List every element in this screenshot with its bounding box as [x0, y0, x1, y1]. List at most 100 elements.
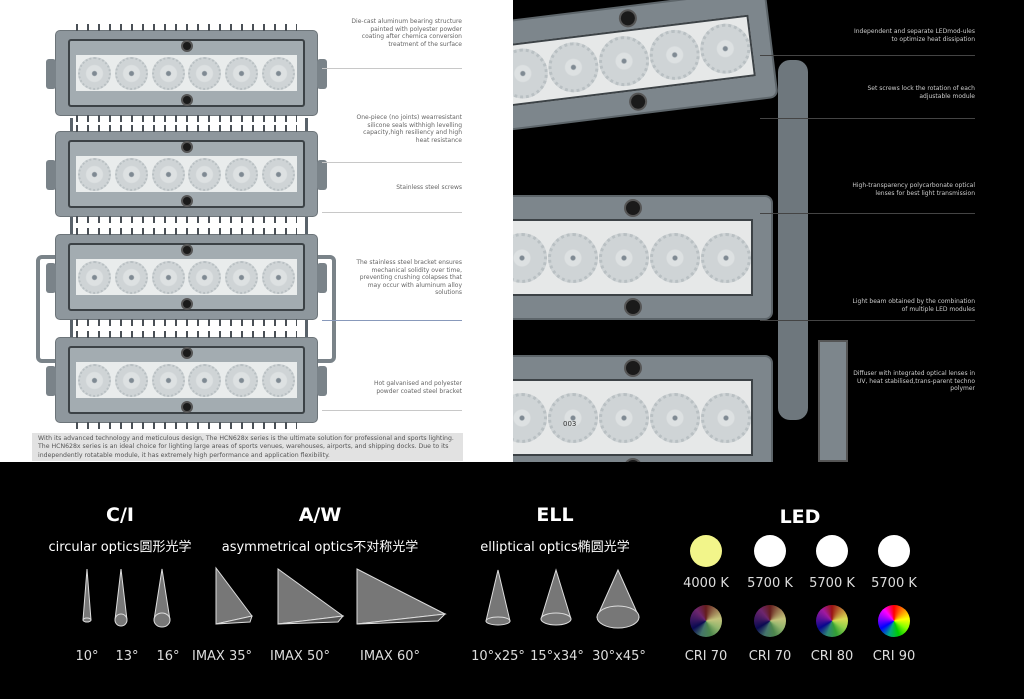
feature-note: Hot galvanised and polyester powder coat…: [373, 380, 462, 395]
cooling-fins: [76, 216, 297, 223]
pivot-knob: [46, 263, 56, 293]
led-lens-icon: [225, 260, 259, 294]
cooling-fins: [76, 24, 297, 31]
led-module: [46, 331, 327, 429]
product-description: With its advanced technology and meticul…: [32, 433, 463, 461]
lens-panel: [513, 379, 753, 456]
led-lens-icon: [225, 56, 259, 90]
led-lens-icon: [649, 392, 700, 443]
feature-note: One-piece (no joints) wearresistant sili…: [356, 114, 462, 144]
led-lens-icon: [114, 363, 148, 397]
led-lens-icon: [598, 232, 649, 283]
divider: [760, 213, 975, 214]
feature-note: Set screws lock the rotation of each adj…: [867, 85, 975, 100]
led-lens-icon: [700, 392, 751, 443]
screw-icon: [624, 298, 642, 316]
screw-icon: [180, 401, 193, 413]
cct-label: 5700 K: [871, 576, 917, 591]
pivot-knob: [46, 160, 56, 190]
beam-13-icon: [114, 568, 128, 621]
screw-icon: [624, 359, 642, 377]
led-lens-icon: [548, 392, 599, 443]
led-lens-icon: [151, 157, 185, 191]
led-lens-icon: [188, 157, 222, 191]
divider: [760, 320, 975, 321]
imax-50-icon: [277, 568, 345, 625]
led-lens-icon: [262, 56, 296, 90]
optics-section: C/I circular optics圆形光学 10° 13° 16° A/W …: [0, 462, 1024, 699]
led-lens-icon: [700, 232, 751, 283]
pivot-knob: [317, 59, 327, 89]
ell-beam-diagrams: [485, 568, 640, 629]
beam-label: IMAX 50°: [269, 649, 331, 664]
screw-icon: [180, 94, 193, 106]
beam-label: IMAX 60°: [359, 649, 421, 664]
beam-label: IMAX 35°: [191, 649, 253, 664]
pivot-knob: [46, 59, 56, 89]
pivot-knob: [317, 366, 327, 396]
led-lens-icon: [545, 39, 602, 96]
divider: [760, 118, 975, 119]
module-number: 003: [563, 420, 577, 428]
ell-10x25-icon: [485, 569, 511, 622]
imax-35-icon: [215, 566, 253, 625]
led-lens-icon: [225, 157, 259, 191]
feature-note: Die-cast aluminum bearing structure pain…: [351, 18, 462, 48]
led-lens-icon: [225, 363, 259, 397]
bracket-arm: [818, 340, 848, 462]
led-lens-icon: [77, 56, 111, 90]
cooling-fins: [76, 228, 297, 235]
beam-label: 13°: [115, 649, 139, 664]
led-lens-icon: [114, 260, 148, 294]
led-lens-icon: [188, 363, 222, 397]
feature-note: High-transparency polycarbonate optical …: [852, 182, 975, 197]
beam-label: 10°x25°: [471, 649, 525, 664]
led-lens-icon: [513, 232, 548, 283]
pivot-arm: [778, 60, 808, 420]
product-closeup-panel: 003: [513, 0, 1024, 462]
led-module: [46, 24, 327, 122]
lens-panel: [76, 55, 297, 91]
cct-label: 4000 K: [683, 576, 729, 591]
screw-icon: [180, 141, 193, 153]
led-lens-icon: [697, 20, 753, 77]
cct-swatch: [690, 535, 722, 567]
led-lens-icon: [114, 157, 148, 191]
beam-label: 16°: [156, 649, 180, 664]
led-lens-icon: [151, 260, 185, 294]
cooling-fins: [76, 125, 297, 132]
aw-beam-diagrams: [215, 566, 447, 625]
cooling-fins: [76, 115, 297, 122]
cooling-fins: [76, 422, 297, 429]
cooling-fins: [76, 331, 297, 338]
closeup-led-module: [513, 195, 773, 320]
led-lens-icon: [262, 157, 296, 191]
led-lens-icon: [77, 260, 111, 294]
pivot-knob: [46, 366, 56, 396]
screw-icon: [180, 195, 193, 207]
ell-subtitle: elliptical optics椭圆光学: [480, 540, 630, 555]
divider: [760, 55, 975, 56]
led-lens-icon: [513, 392, 548, 443]
cri-label: CRI 90: [872, 649, 916, 664]
cct-label: 5700 K: [747, 576, 793, 591]
lens-panel: [76, 259, 297, 295]
cct-swatch: [816, 535, 848, 567]
ci-subtitle: circular optics圆形光学: [48, 540, 192, 555]
cri-color-wheel-icon: [878, 605, 910, 637]
feature-note: Light beam obtained by the combination o…: [852, 298, 975, 313]
cooling-fins: [76, 319, 297, 326]
cct-label: 5700 K: [809, 576, 855, 591]
beam-label: 10°: [75, 649, 99, 664]
beam-label: 30°x45°: [592, 649, 646, 664]
screw-icon: [180, 244, 193, 256]
divider: [322, 212, 462, 213]
cct-swatch: [878, 535, 910, 567]
cri-color-wheel-icon: [754, 605, 786, 637]
divider: [322, 320, 462, 321]
screw-icon: [624, 199, 642, 217]
ell-15x34-icon: [540, 568, 572, 620]
lens-panel: [513, 219, 753, 296]
led-module: [46, 228, 327, 326]
pivot-knob: [317, 160, 327, 190]
